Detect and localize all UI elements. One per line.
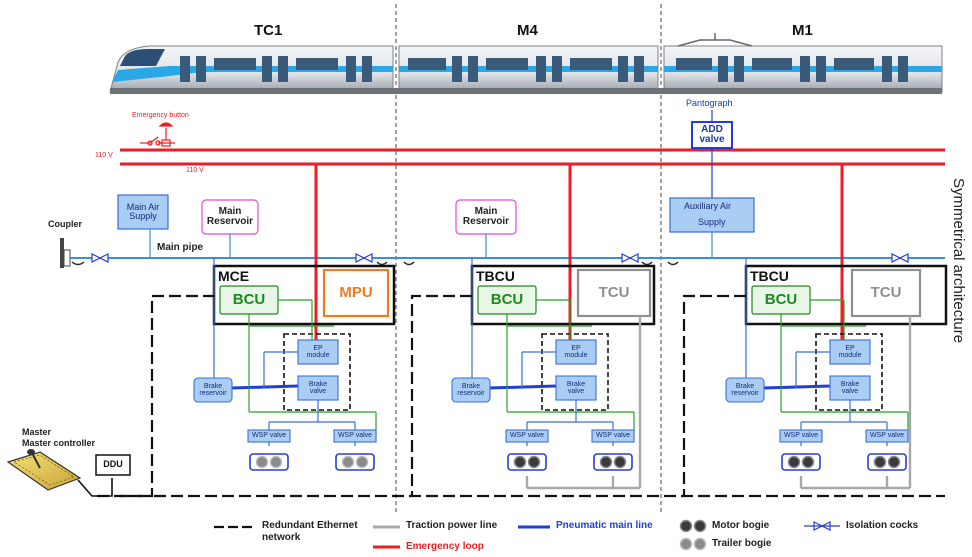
bogie-icon-1 <box>249 453 289 471</box>
side-unit-box <box>322 268 390 318</box>
wsp-valve-box-1 <box>247 429 291 443</box>
main-reservoir-box-1 <box>201 199 259 235</box>
master-controller-icon <box>6 449 113 497</box>
auxiliary-air-supply-box <box>669 197 755 233</box>
main-reservoir-box-2 <box>455 199 517 235</box>
brake-reservoir-box <box>193 377 233 403</box>
bogie-icon-1 <box>507 453 547 471</box>
legend-isolation-cocks-icon <box>804 521 840 531</box>
brake-units <box>193 258 948 490</box>
ethernet-network <box>92 294 945 498</box>
ddu-box <box>95 454 131 476</box>
bogie-icon-2 <box>335 453 375 471</box>
unit-block-1 <box>193 258 396 471</box>
train-illustration <box>109 33 943 94</box>
brake-reservoir-box <box>725 377 765 403</box>
wsp-valve-box-2 <box>591 429 635 443</box>
main-air-supply-box <box>117 194 169 230</box>
unit-block-3 <box>725 258 948 490</box>
brake-reservoir-box <box>451 377 491 403</box>
wsp-valve-box-2 <box>865 429 909 443</box>
legend-trailer-bogie-icon <box>679 537 707 551</box>
ep-module-box <box>555 339 597 365</box>
bcu-box <box>477 285 537 315</box>
unit-block-2 <box>451 258 656 490</box>
bogie-icon-1 <box>781 453 821 471</box>
brake-valve-box <box>555 375 597 401</box>
bcu-box <box>751 285 811 315</box>
bogie-icon-2 <box>593 453 633 471</box>
emergency-button-icon <box>140 122 175 147</box>
wsp-valve-box-2 <box>333 429 377 443</box>
brake-valve-box <box>297 375 339 401</box>
add-valve-assembly <box>691 110 733 198</box>
wsp-valve-box-1 <box>779 429 823 443</box>
side-unit-box <box>850 268 922 318</box>
bcu-box <box>219 285 279 315</box>
legend <box>214 519 840 551</box>
brake-valve-box <box>829 375 871 401</box>
legend-motor-bogie-icon <box>679 519 707 533</box>
wsp-valve-box-1 <box>505 429 549 443</box>
main-pipe <box>60 238 945 268</box>
ep-module-box <box>829 339 871 365</box>
side-unit-box <box>576 268 652 318</box>
ep-module-box <box>297 339 339 365</box>
bogie-icon-2 <box>867 453 907 471</box>
